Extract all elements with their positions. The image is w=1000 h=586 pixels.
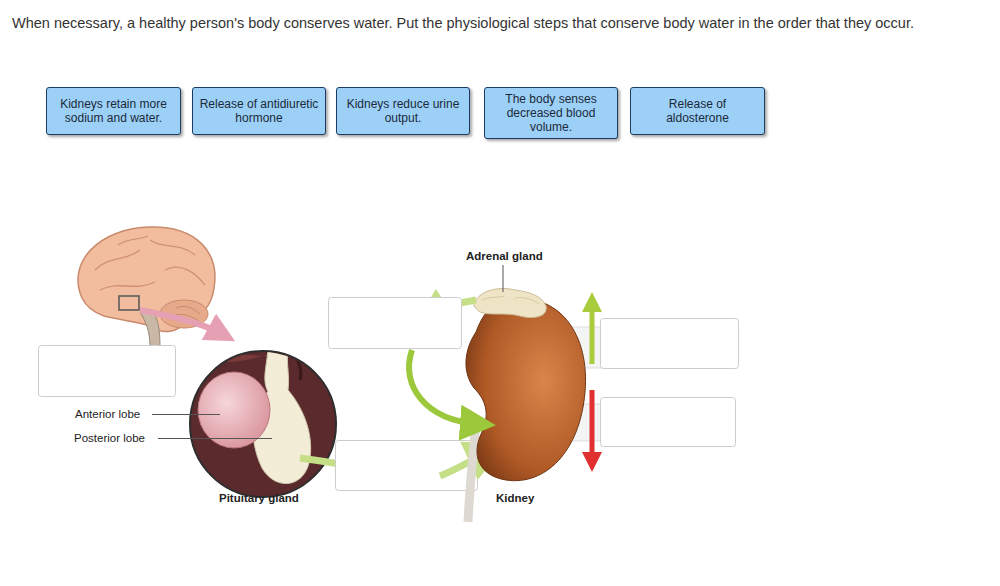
step-card: The body senses decreased blood volume. (484, 87, 618, 139)
brain-illustration (78, 227, 222, 346)
part-label: Adrenal gland (466, 249, 543, 263)
drop-box (39, 346, 176, 397)
part-label: Posterior lobe (74, 431, 145, 445)
leader-line (152, 414, 220, 415)
step-text: Kidneys reduce urine output. (343, 97, 463, 125)
step-card: Kidneys reduce urine output. (336, 87, 470, 135)
step-card: Kidneys retain more sodium and water. (46, 87, 181, 135)
step-text: The body senses decreased blood volume. (491, 92, 611, 134)
step-text: Release of antidiuretic hormone (199, 97, 319, 125)
step-text: Release of aldosterone (637, 97, 758, 125)
increase-arrow (590, 302, 595, 364)
step-card: Release of aldosterone (630, 87, 765, 135)
pituitary-illustration (190, 350, 340, 497)
drop-box (601, 398, 736, 447)
part-label: Pituitary gland (219, 491, 299, 505)
decrease-arrow (590, 390, 595, 462)
step-text: Kidneys retain more sodium and water. (53, 97, 174, 125)
kidney-illustration (466, 288, 586, 522)
part-label: Anterior lobe (75, 407, 140, 421)
drop-box (601, 319, 739, 369)
drop-box (329, 298, 462, 349)
leader-line (503, 265, 504, 292)
flow-arrow (409, 350, 478, 424)
instruction-text: When necessary, a healthy person's body … (12, 14, 972, 33)
leader-line (158, 438, 272, 439)
part-label: Kidney (496, 491, 534, 505)
step-card: Release of antidiuretic hormone (192, 87, 326, 135)
